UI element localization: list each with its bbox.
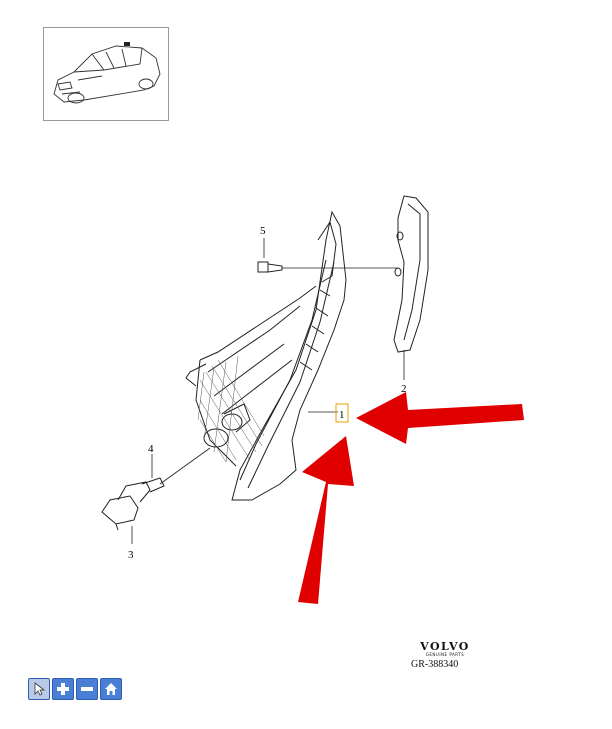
arrow-right: [356, 392, 524, 444]
callout-1-highlight: [335, 403, 349, 423]
callout-2: 2: [401, 383, 407, 395]
diagram-reference: GR-388340: [411, 659, 459, 670]
reflector-hatching: [197, 355, 265, 463]
turn-signal-housing: [185, 210, 347, 501]
vehicle-thumbnail: [43, 27, 169, 121]
arrow-bottom: [298, 436, 354, 604]
zoom-out-button[interactable]: [76, 678, 98, 700]
red-arrows: [298, 392, 524, 604]
bulb-socket: [101, 477, 165, 531]
callout-5: 5: [260, 225, 266, 237]
brand-tagline: GENUINE PARTS: [425, 652, 465, 657]
car-icon: [53, 42, 161, 104]
brand-logo: VOLVO GENUINE PARTS: [410, 640, 480, 657]
leader-lines: [131, 238, 405, 544]
zoom-out-icon: [81, 687, 93, 691]
zoom-toolbar: [28, 678, 122, 700]
screw: [257, 261, 283, 273]
pointer-button[interactable]: [28, 678, 50, 700]
callout-3: 3: [128, 549, 134, 561]
home-button[interactable]: [100, 678, 122, 700]
pointer-icon: [34, 682, 46, 696]
home-icon: [105, 683, 117, 695]
brand-name: VOLVO: [420, 640, 470, 653]
callout-4: 4: [148, 443, 154, 455]
zoom-in-icon: [57, 683, 69, 695]
lens-cover: [393, 195, 429, 353]
callout-1: 1: [339, 409, 345, 421]
zoom-in-button[interactable]: [52, 678, 74, 700]
